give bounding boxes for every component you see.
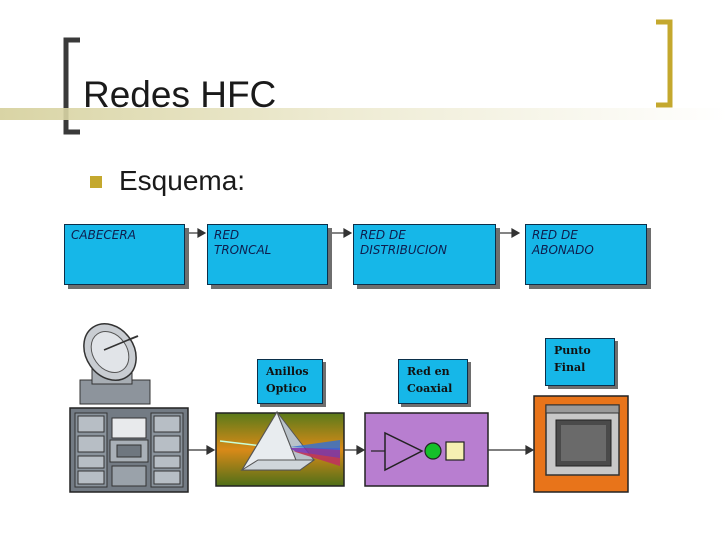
box-red-troncal: RED TRONCAL [207, 224, 328, 285]
bullet-text: Esquema: [119, 165, 246, 196]
label-punto-final-line2: Final [554, 361, 586, 374]
box-cabecera-line1: CABECERA [71, 228, 136, 242]
slide-title: Redes HFC [83, 74, 277, 115]
bullet-square-icon [90, 176, 102, 188]
monitor-icon [545, 404, 620, 476]
arrow-6-head [525, 444, 535, 456]
left-bracket [63, 37, 80, 135]
box-cabecera: CABECERA [64, 224, 185, 285]
arrow-2-head [343, 227, 353, 239]
arrow-3-head [511, 227, 521, 239]
label-punto-final-line1: Punto [554, 344, 591, 357]
arrow-4-head [206, 444, 216, 456]
arrow-5-head [356, 444, 366, 456]
box-red-abonado-line1: RED DE [532, 228, 578, 242]
box-red-abonado-line2: ABONADO [532, 243, 594, 257]
label-punto-final: Punto Final [545, 338, 615, 386]
label-red-coaxial-line1: Red en [407, 365, 450, 378]
title-underline [0, 108, 728, 120]
box-red-abonado: RED DE ABONADO [525, 224, 647, 285]
prism-icon [240, 410, 316, 471]
label-anillos-optico-line1: Anillos [266, 365, 309, 378]
satellite-dish-icon [79, 323, 151, 405]
box-red-distribucion-line2: DISTRIBUCION [360, 243, 447, 257]
optic-panel [215, 410, 345, 487]
amplifier-icon [384, 431, 465, 472]
server-rack-icon [69, 407, 189, 493]
box-red-troncal-line1: RED [214, 228, 240, 242]
end-panel [533, 395, 629, 493]
label-anillos-optico: Anillos Optico [257, 359, 323, 404]
right-bracket [656, 19, 673, 108]
box-red-distribucion-line1: RED DE [360, 228, 406, 242]
label-anillos-optico-line2: Optico [266, 382, 307, 395]
arrow-1-head [197, 227, 207, 239]
coax-panel [364, 412, 489, 487]
box-red-distribucion: RED DE DISTRIBUCION [353, 224, 496, 285]
label-red-coaxial-line2: Coaxial [407, 382, 453, 395]
label-red-coaxial: Red en Coaxial [398, 359, 468, 404]
box-red-troncal-line2: TRONCAL [214, 243, 272, 257]
